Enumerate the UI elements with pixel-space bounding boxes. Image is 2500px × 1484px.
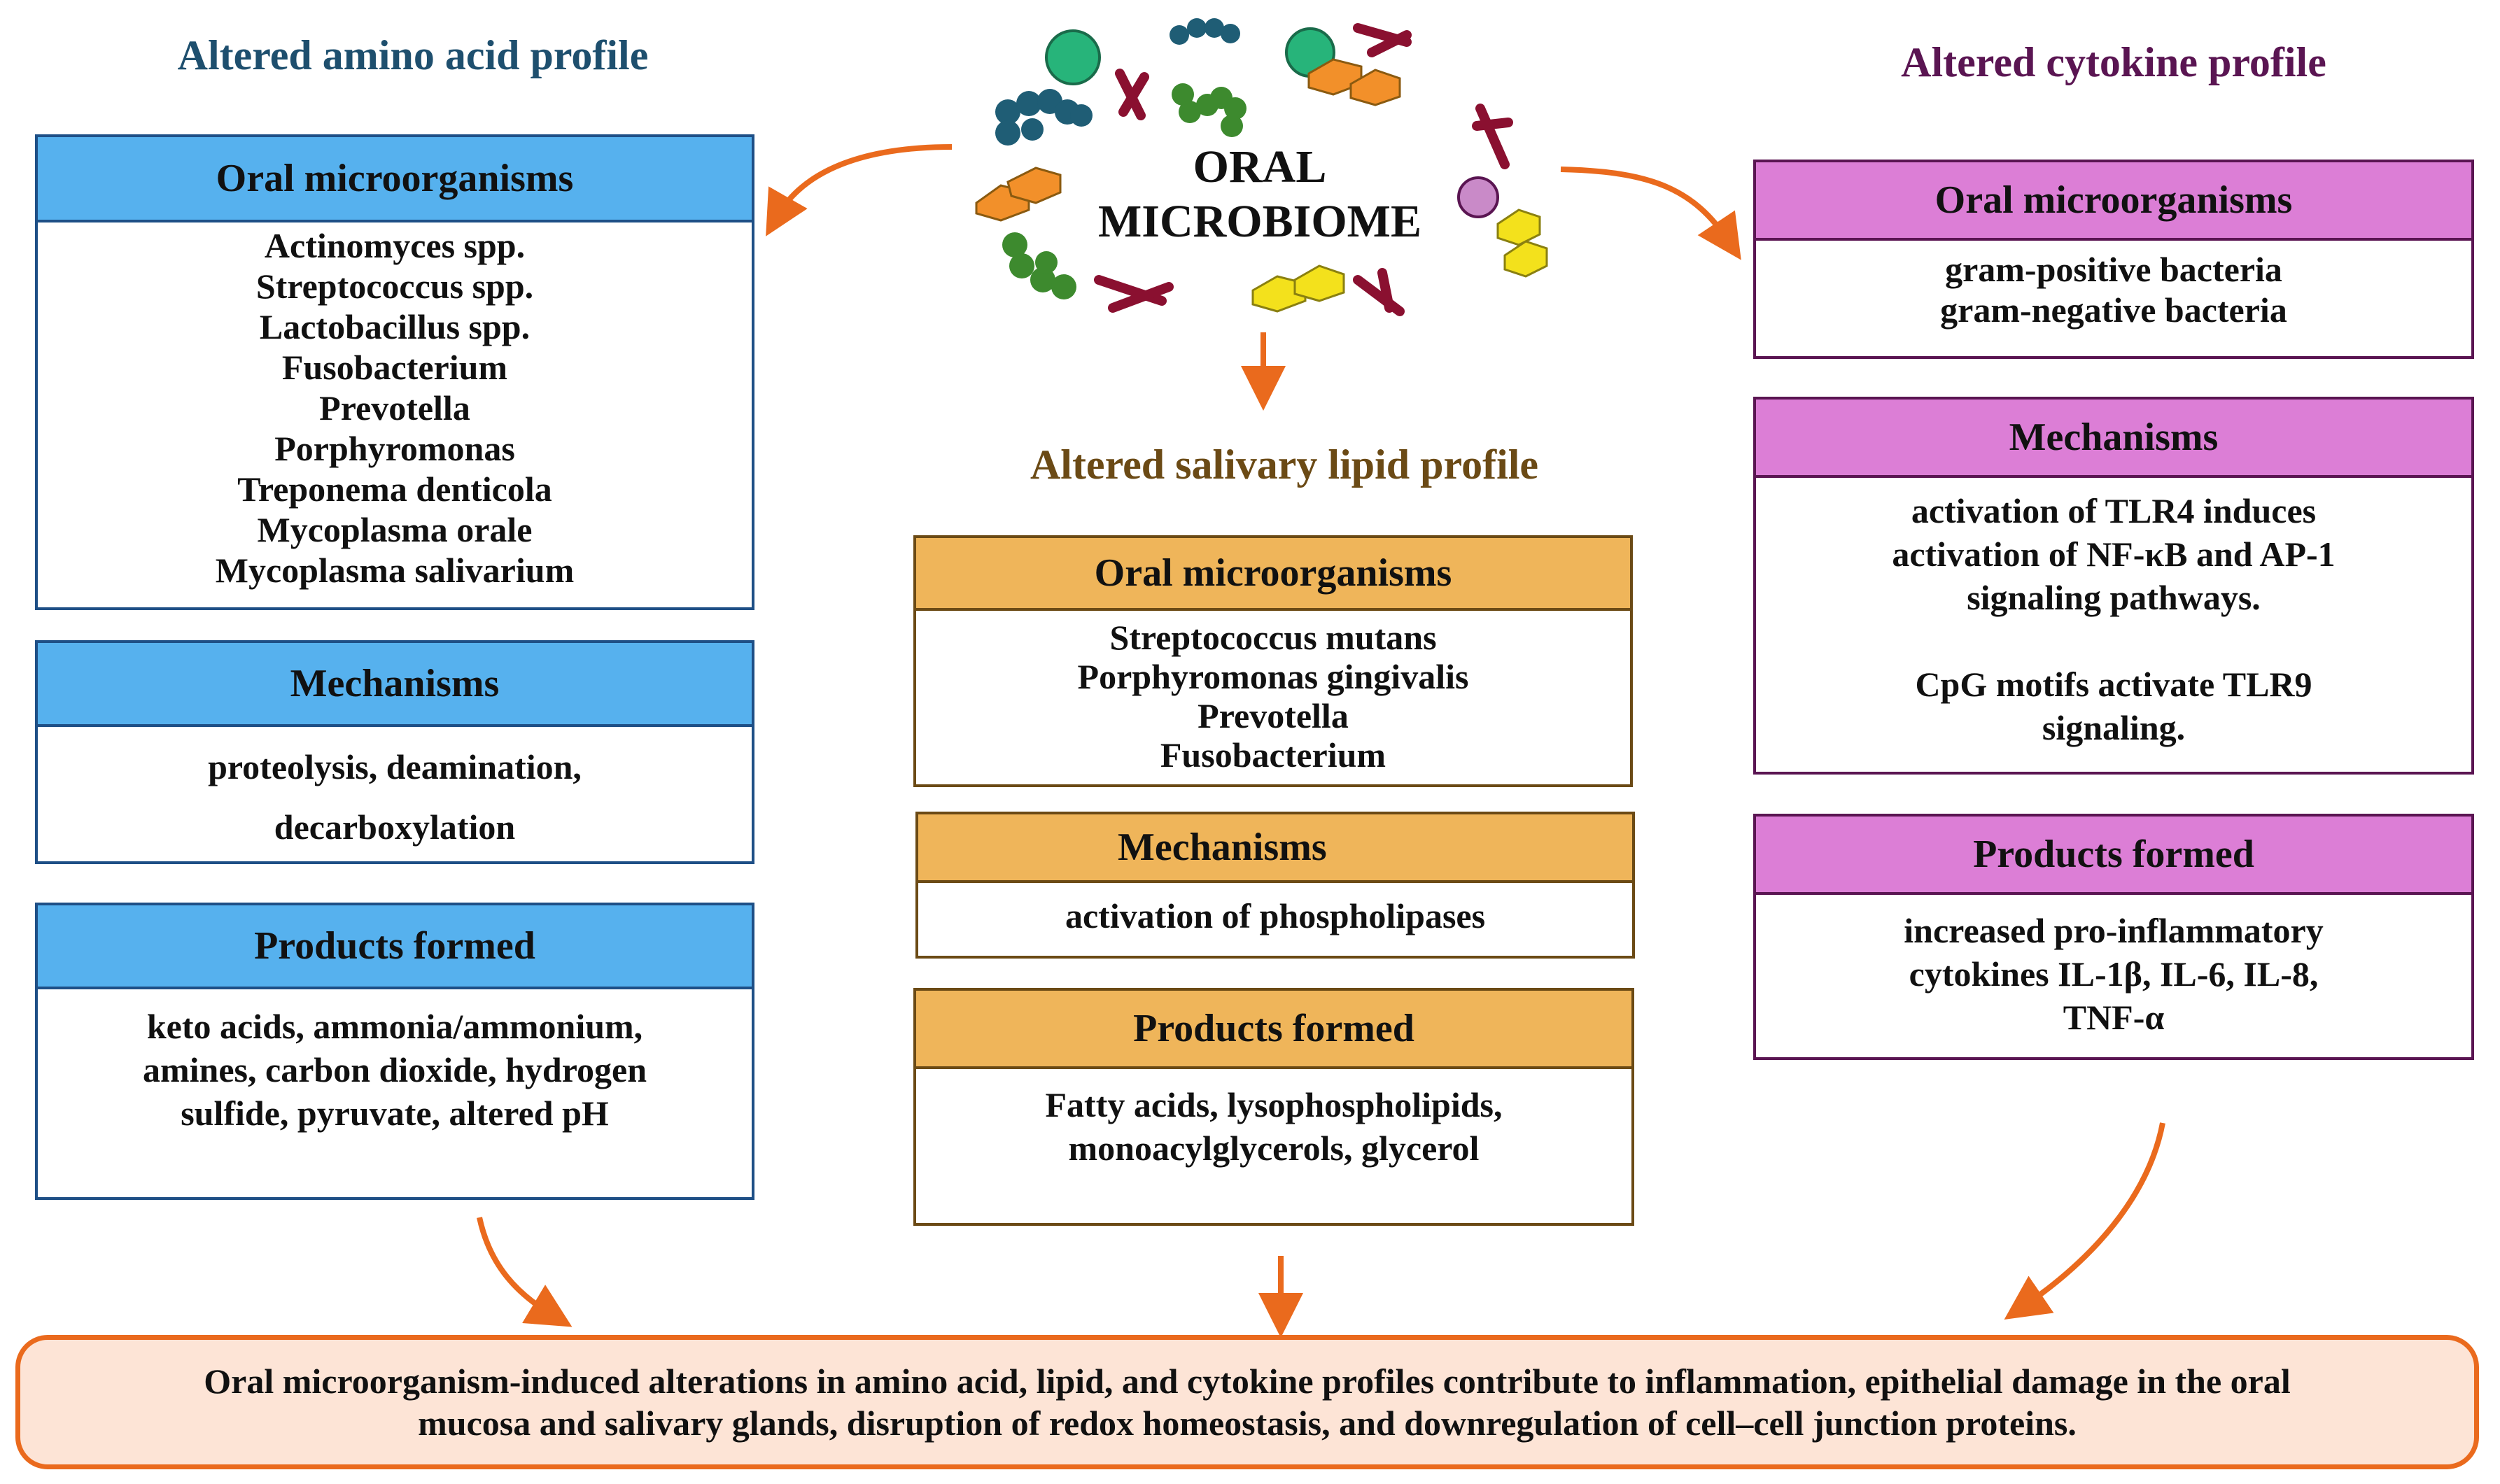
amino-mechanisms-text: proteolysis, deamination, decarboxylatio… xyxy=(38,727,752,857)
list-item: Prevotella xyxy=(319,388,470,427)
mechanism-line: activation of TLR4 induces xyxy=(1911,491,2317,530)
green-chain-icon xyxy=(1002,232,1076,299)
list-item: Streptococcus spp. xyxy=(255,267,534,306)
list-item: Fusobacterium xyxy=(281,348,508,387)
amino-products-header: Products formed xyxy=(38,905,752,989)
teal-chain-icon xyxy=(1170,18,1240,45)
mechanism-line: decarboxylation xyxy=(274,807,516,847)
arrow-to-cytokine xyxy=(1560,167,1741,260)
mechanism-line: proteolysis, deamination, xyxy=(208,747,582,786)
cytokine-products-header: Products formed xyxy=(1756,817,2471,895)
mechanism-line: signaling pathways. xyxy=(1967,578,2261,617)
list-item: Fusobacterium xyxy=(1160,735,1386,775)
cytokine-title: Altered cytokine profile xyxy=(1901,39,2326,85)
arrow-cytokine-to-conclusion xyxy=(2004,1122,2165,1320)
green-chain-icon xyxy=(1172,83,1247,137)
amino-mechanisms-box: Mechanisms proteolysis, deamination, dec… xyxy=(35,640,754,864)
conclusion-line: mucosa and salivary glands, disruption o… xyxy=(418,1404,2077,1443)
lipid-organisms-list: Streptococcus mutans Porphyromonas gingi… xyxy=(916,611,1630,775)
lipid-mechanisms-header: Mechanisms xyxy=(918,814,1632,883)
orange-rod-icon xyxy=(975,167,1062,222)
lipid-products-text: Fatty acids, lysophospholipids, monoacyl… xyxy=(916,1069,1631,1170)
central-label: ORAL MICROBIOME xyxy=(1071,140,1449,249)
lipid-mechanisms-text: activation of phospholipases xyxy=(918,883,1632,936)
amino-organisms-header: Oral microorganisms xyxy=(38,137,752,222)
mechanism-line: signaling. xyxy=(2042,708,2186,747)
arrow-amino-to-conclusion xyxy=(477,1217,573,1327)
amino-organisms-list: Actinomyces spp. Streptococcus spp. Lact… xyxy=(38,222,752,591)
lipid-organisms-box: Oral microorganisms Streptococcus mutans… xyxy=(913,535,1633,787)
list-item: gram-negative bacteria xyxy=(1940,290,2287,330)
red-rod-icon xyxy=(1094,23,1513,316)
product-line: monoacylglycerols, glycerol xyxy=(1068,1129,1480,1168)
cytokine-organisms-box: Oral microorganisms gram-positive bacter… xyxy=(1753,160,2474,359)
cytokine-mechanisms-box: Mechanisms activation of TLR4 induces ac… xyxy=(1753,397,2474,775)
cytokine-products-text: increased pro-inflammatory cytokines IL-… xyxy=(1756,895,2471,1039)
list-item: gram-positive bacteria xyxy=(1945,250,2282,289)
amino-mechanisms-header: Mechanisms xyxy=(38,643,752,727)
lipid-mechanisms-box: Mechanisms activation of phospholipases xyxy=(915,812,1635,959)
cytokine-products-box: Products formed increased pro-inflammato… xyxy=(1753,814,2474,1060)
pink-cell-icon xyxy=(1457,176,1499,218)
lipid-organisms-header: Oral microorganisms xyxy=(916,538,1630,611)
product-line: increased pro-inflammatory xyxy=(1904,911,2324,950)
list-item: Prevotella xyxy=(1198,696,1349,735)
product-line: cytokines IL-1β, IL-6, IL-8, xyxy=(1909,954,2319,994)
lipid-products-box: Products formed Fatty acids, lysophospho… xyxy=(913,988,1634,1226)
amino-acid-title: Altered amino acid profile xyxy=(177,32,649,78)
conclusion-line: Oral microorganism-induced alterations i… xyxy=(204,1362,2291,1401)
green-coccus-icon xyxy=(1045,29,1101,85)
list-item: Streptococcus mutans xyxy=(1109,618,1437,657)
product-line: Fatty acids, lysophospholipids, xyxy=(1045,1085,1503,1124)
mechanism-line: activation of NF-κB and AP-1 xyxy=(1892,535,2336,574)
mechanism-line xyxy=(1756,619,2471,663)
central-label-line-2: MICROBIOME xyxy=(1098,196,1421,247)
arrow-to-amino xyxy=(766,144,953,236)
yellow-rod-icon xyxy=(1251,264,1345,313)
amino-organisms-box: Oral microorganisms Actinomyces spp. Str… xyxy=(35,134,754,610)
lipid-products-header: Products formed xyxy=(916,991,1631,1069)
product-line: keto acids, ammonia/ammonium, xyxy=(146,1007,643,1046)
microbe-illustration xyxy=(975,18,1548,316)
cytokine-mechanisms-header: Mechanisms xyxy=(1756,400,2471,478)
orange-rod-icon xyxy=(1307,58,1401,106)
amino-products-box: Products formed keto acids, ammonia/ammo… xyxy=(35,903,754,1200)
product-line: sulfide, pyruvate, altered pH xyxy=(181,1094,609,1133)
central-label-line-1: ORAL xyxy=(1193,141,1327,192)
yellow-rod-icon xyxy=(1496,209,1548,278)
amino-products-text: keto acids, ammonia/ammonium, amines, ca… xyxy=(38,989,752,1135)
conclusion-box: Oral microorganism-induced alterations i… xyxy=(15,1335,2479,1469)
list-item: Mycoplasma salivarium xyxy=(215,551,575,590)
list-item: Mycoplasma orale xyxy=(257,510,533,549)
product-line: amines, carbon dioxide, hydrogen xyxy=(143,1050,647,1089)
teal-chain-icon xyxy=(995,89,1093,146)
list-item: Porphyromonas xyxy=(274,429,515,468)
cytokine-mechanisms-text: activation of TLR4 induces activation of… xyxy=(1756,478,2471,749)
list-item: Actinomyces spp. xyxy=(264,226,526,265)
cytokine-organisms-list: gram-positive bacteria gram-negative bac… xyxy=(1756,241,2471,330)
list-item: Treponema denticola xyxy=(237,469,552,509)
product-line: TNF-α xyxy=(2063,998,2165,1037)
mechanism-line: CpG motifs activate TLR9 xyxy=(1915,665,2312,704)
mechanism-line: activation of phospholipases xyxy=(1065,896,1486,935)
cytokine-organisms-header: Oral microorganisms xyxy=(1756,162,2471,241)
lipid-title: Altered salivary lipid profile xyxy=(1030,441,1539,488)
list-item: Lactobacillus spp. xyxy=(259,307,531,346)
list-item: Porphyromonas gingivalis xyxy=(1077,657,1469,696)
